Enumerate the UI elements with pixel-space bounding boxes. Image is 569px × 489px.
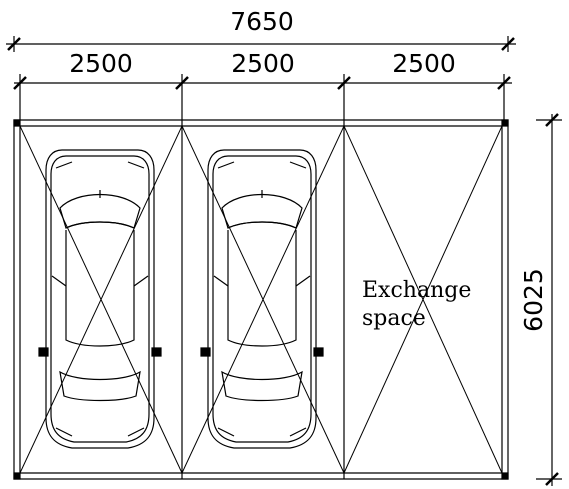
exchange-label-line2: space bbox=[362, 306, 426, 331]
bay-width-label-3: 2500 bbox=[392, 49, 456, 78]
bay-width-label-2: 2500 bbox=[231, 49, 295, 78]
parking-frame bbox=[14, 120, 508, 479]
bay-width-dimension: 2500 2500 2500 bbox=[14, 49, 512, 120]
depth-label: 6025 bbox=[519, 268, 548, 332]
car-1 bbox=[39, 150, 161, 448]
exchange-label-line1: Exchange bbox=[362, 278, 471, 303]
exchange-space-label: Exchange space bbox=[362, 278, 471, 331]
car-2 bbox=[201, 150, 323, 448]
bay-width-label-1: 2500 bbox=[69, 49, 133, 78]
overall-width-label: 7650 bbox=[230, 7, 294, 36]
depth-dimension: 6025 bbox=[519, 114, 562, 486]
overall-width-dimension: 7650 bbox=[6, 7, 516, 52]
bay-diagonals bbox=[20, 126, 502, 473]
